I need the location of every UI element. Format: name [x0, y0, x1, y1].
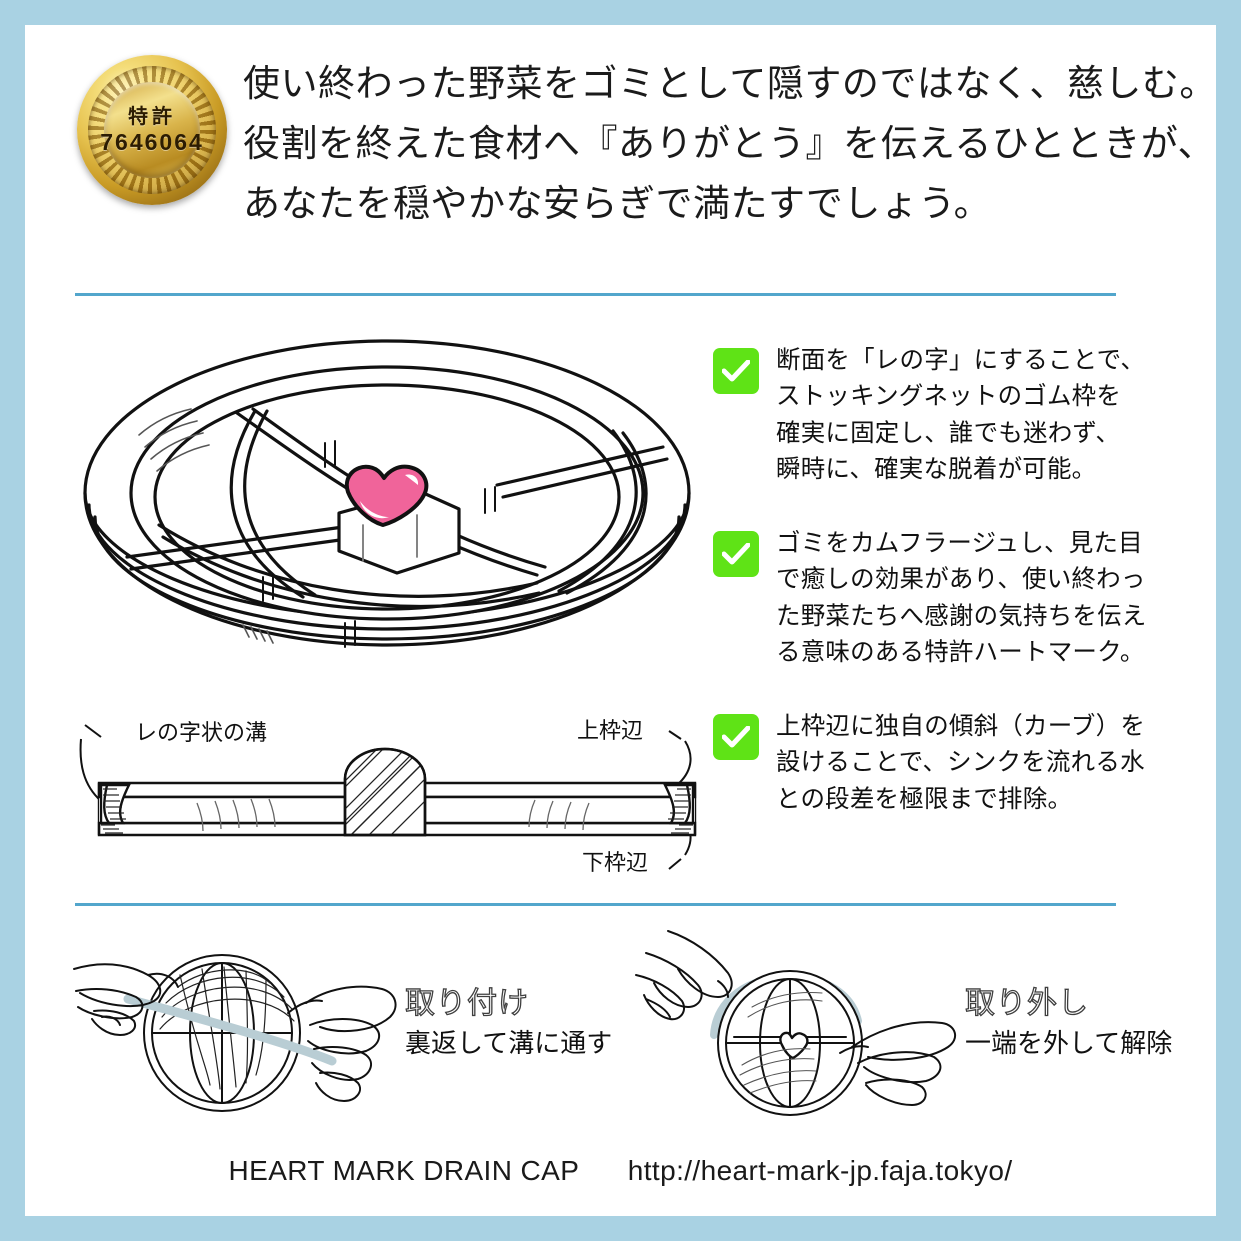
lede-line-3: あなたを穏やかな安らぎで満たすでしょう。 [243, 183, 992, 225]
feature-item: 上枠辺に独自の傾斜（カーブ）を 設けることで、シンクを流れる水 との段差を極限ま… [713, 709, 1183, 818]
attach-illustration [70, 925, 400, 1125]
check-glyph [722, 360, 750, 382]
elastic-band [123, 994, 337, 1066]
divider-top [75, 293, 1116, 296]
feature-text: ゴミをカムフラージュし、見た目 で癒しの効果があり、使い終わっ た野菜たちへ感謝… [776, 526, 1147, 671]
detach-title: 取り外し [964, 986, 1089, 1020]
lede-copy: 使い終わった野菜をゴミとして隠すのではなく、慈しむ。 役割を終えた食材へ『ありが… [243, 55, 1216, 235]
feature-line: ゴミをカムフラージュし、見た目 [776, 530, 1143, 557]
attach-subtitle: 裏返して溝に通す [405, 1027, 613, 1058]
detach-caption: 取り外し 一端を外して解除 [964, 986, 1190, 1058]
heart-highlight-b [360, 501, 389, 519]
feature-line: 設けることで、シンクを流れる水 [776, 749, 1145, 777]
drain-cap-svg [83, 339, 691, 648]
usage-attach: 取り付け 裏返して溝に通す [70, 925, 630, 1140]
usage-detach: 取り外し 一端を外して解除 [630, 925, 1190, 1140]
lede-line-1: 使い終わった野菜をゴミとして隠すのではなく、慈しむ。 [243, 64, 1216, 105]
label-lower-frame: 下枠辺 [582, 850, 649, 875]
feature-item: 断面を「レの字」にすることで、 ストッキングネットのゴム枠を 確実に固定し、誰で… [713, 343, 1183, 488]
heart-icon [779, 1031, 809, 1060]
drain-cap-illustration [67, 325, 707, 710]
footer-url[interactable]: http://heart-mark-jp.faja.tokyo/ [627, 1155, 1013, 1186]
detach-illustration [630, 925, 960, 1125]
feature-line: との段差を極限まで排除。 [776, 785, 1073, 813]
footer: HEART MARK DRAIN CAP http://heart-mark-j… [25, 1155, 1216, 1187]
heart-highlight-a [405, 474, 419, 485]
attach-caption: 取り付け 裏返して溝に通す [404, 986, 630, 1058]
cross-section-svg [79, 724, 697, 870]
check-glyph [722, 543, 750, 565]
feature-line: た野菜たちへ感謝の気持ちを伝え [776, 602, 1147, 630]
patent-badge: 特許 7646064 [77, 55, 227, 205]
check-icon [713, 714, 759, 760]
feature-line: ストッキングネットのゴム枠を [776, 383, 1122, 411]
lede-line-2: 役割を終えた食材へ『ありがとう』を伝えるひとときが、 [243, 123, 1216, 165]
feature-text: 断面を「レの字」にすることで、 ストッキングネットのゴム枠を 確実に固定し、誰で… [776, 343, 1145, 488]
header: 特許 7646064 使い終わった野菜をゴミとして隠すのではなく、慈しむ。 役割… [25, 25, 1216, 270]
feature-line: る意味のある特許ハートマーク。 [776, 638, 1145, 666]
feature-text: 上枠辺に独自の傾斜（カーブ）を 設けることで、シンクを流れる水 との段差を極限ま… [776, 709, 1145, 818]
detach-svg [635, 930, 957, 1116]
badge-inner-disc: 特許 7646064 [100, 82, 202, 178]
attach-svg [73, 954, 397, 1112]
label-groove: レの字状の溝 [135, 720, 268, 745]
badge-patent-number: 7646064 [100, 128, 204, 155]
check-icon [713, 348, 759, 394]
check-glyph [722, 726, 750, 748]
usage-section: 取り付け 裏返して溝に通す [25, 925, 1216, 1140]
check-icon [713, 531, 759, 577]
detach-subtitle: 一端を外して解除 [965, 1027, 1173, 1058]
badge-patent-label: 特許 [128, 105, 176, 128]
feature-line: で癒しの効果があり、使い終わっ [776, 566, 1146, 594]
center-boss [343, 747, 427, 837]
attach-title: 取り付け [404, 986, 529, 1020]
feature-line: 瞬時に、確実な脱着が可能。 [776, 455, 1097, 483]
divider-mid [75, 903, 1116, 906]
footer-brand: HEART MARK DRAIN CAP [228, 1155, 580, 1186]
feature-item: ゴミをカムフラージュし、見た目 で癒しの効果があり、使い終わっ た野菜たちへ感謝… [713, 526, 1183, 671]
poster-page: 特許 7646064 使い終わった野菜をゴミとして隠すのではなく、慈しむ。 役割… [25, 25, 1216, 1216]
cross-section-diagram: レの字状の溝 上枠辺 下枠辺 [77, 705, 717, 895]
feature-list: 断面を「レの字」にすることで、 ストッキングネットのゴム枠を 確実に固定し、誰で… [713, 343, 1183, 856]
feature-line: 断面を「レの字」にすることで、 [776, 347, 1146, 374]
feature-line: 確実に固定し、誰でも迷わず、 [776, 419, 1121, 447]
feature-line: 上枠辺に独自の傾斜（カーブ）を [776, 713, 1146, 740]
label-upper-frame: 上枠辺 [577, 718, 644, 743]
